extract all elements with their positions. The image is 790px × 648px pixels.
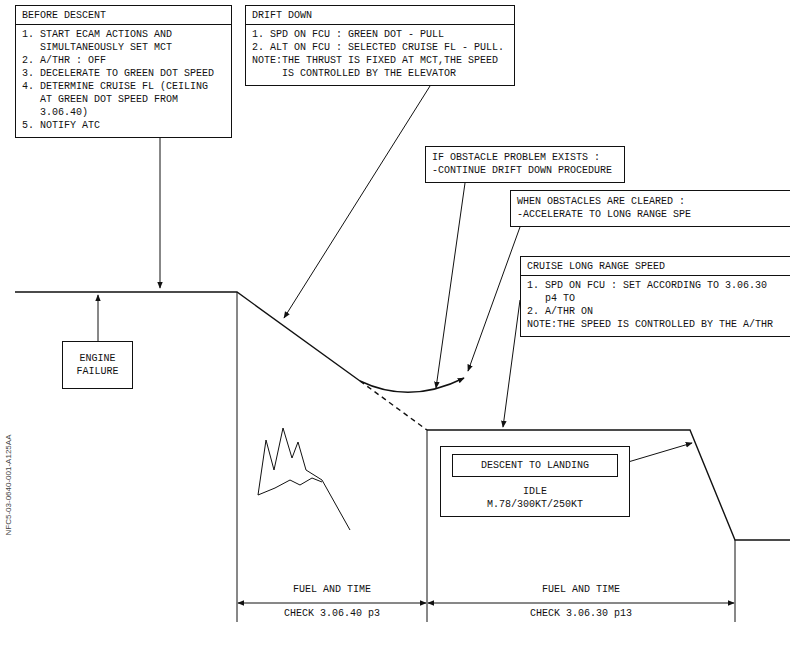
terrain-sketch (258, 478, 322, 495)
event-box: ENGINE FAILURE (62, 341, 133, 389)
box-text: 4. DETERMINE CRUISE FL (CEILING AT GREEN… (22, 80, 225, 119)
note-box: IF OBSTACLE PROBLEM EXISTS :-CONTINUE DR… (425, 146, 625, 183)
dimension-label: CHECK 3.06.40 p3 (282, 608, 382, 620)
box-text: 3. DECELERATE TO GREEN DOT SPEED (22, 67, 225, 80)
box-text: ENGINE FAILURE (67, 352, 128, 378)
box-text: M.78/300KT/250KT (447, 498, 623, 511)
note-box: WHEN OBSTACLES ARE CLEARED :-ACCELERATE … (510, 190, 790, 227)
procedure-box: BEFORE DESCENT 1. START ECAM ACTIONS AND … (15, 5, 232, 138)
document-code: NFC5-03-0640-001-A125AA (3, 433, 15, 538)
extension-line (427, 430, 428, 622)
box-heading: DRIFT DOWN (246, 6, 514, 25)
box-text: WHEN OBSTACLES ARE CLEARED : (517, 195, 785, 208)
leader-line (284, 86, 430, 318)
dimension-label: CHECK 3.06.30 p13 (528, 608, 634, 620)
flight-path (427, 430, 790, 540)
terrain-sketch (258, 428, 350, 530)
box-text: IF OBSTACLE PROBLEM EXISTS : (432, 151, 618, 164)
box-text: 2. A/THR ON (527, 305, 785, 318)
dimension-label: FUEL AND TIME (540, 584, 622, 596)
box-text: 5. NOTIFY ATC (22, 119, 225, 132)
dimension-line (428, 603, 734, 604)
leader-line (503, 300, 520, 427)
box-text: -CONTINUE DRIFT DOWN PROCEDURE (432, 164, 618, 177)
dimension-line (238, 603, 426, 604)
procedure-box: DRIFT DOWN 1. SPD ON FCU : GREEN DOT - PU… (245, 5, 515, 86)
leader-line (468, 227, 520, 371)
box-heading: BEFORE DESCENT (16, 6, 231, 25)
leader-line (160, 138, 161, 288)
box-text: -ACCELERATE TO LONG RANGE SPE (517, 208, 785, 221)
leader-line (436, 183, 465, 388)
box-heading: CRUISE LONG RANGE SPEED (521, 257, 790, 276)
leader-line (98, 295, 99, 341)
dashed-path (360, 381, 427, 430)
box-text: IDLE (447, 485, 623, 498)
box-text: 1. SPD ON FCU : SET ACCORDING TO 3.06.30… (527, 279, 785, 305)
box-text: NOTE:THE SPEED IS CONTROLLED BY THE A/TH… (527, 318, 785, 331)
box-text: NOTE:THE THRUST IS FIXED AT MCT,THE SPEE… (252, 54, 508, 80)
descent-heading-box: DESCENT TO LANDING (452, 454, 618, 477)
procedure-box: CRUISE LONG RANGE SPEED 1. SPD ON FCU : S… (520, 256, 790, 337)
descent-box: IDLEM.78/300KT/250KT DESCENT TO LANDING (440, 446, 630, 517)
dimension-label: FUEL AND TIME (291, 584, 373, 596)
box-text: 2. ALT ON FCU : SELECTED CRUISE FL - PUL… (252, 41, 508, 54)
extension-line (735, 540, 736, 622)
box-text: 1. SPD ON FCU : GREEN DOT - PULL (252, 28, 508, 41)
box-text: 1. START ECAM ACTIONS AND SIMULTANEOUSLY… (22, 28, 225, 54)
obstacle-path (360, 378, 464, 392)
extension-line (237, 292, 238, 622)
box-text: 2. A/THR : OFF (22, 54, 225, 67)
box-text: DESCENT TO LANDING (457, 459, 613, 472)
